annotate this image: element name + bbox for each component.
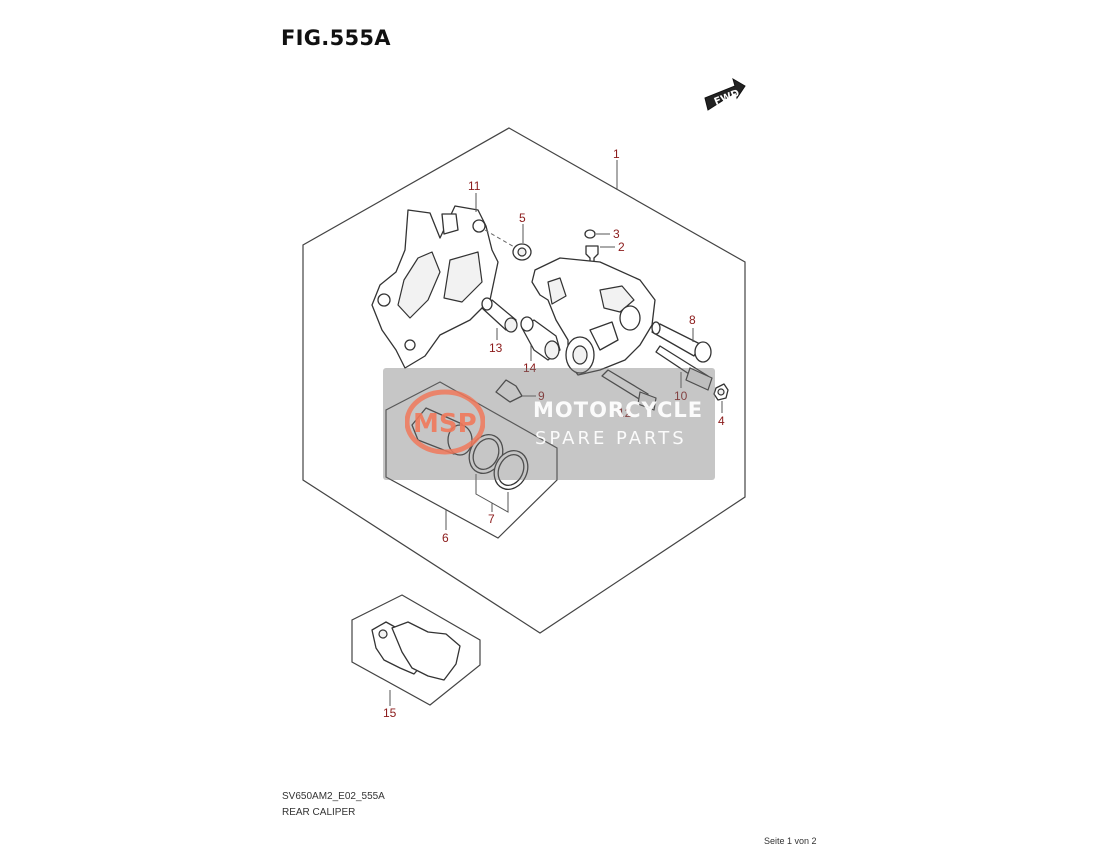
caliper-kit-outline: [302, 127, 746, 634]
caliper-bracket: [371, 205, 499, 369]
callout-6: 6: [442, 531, 449, 545]
piston-seals-7: [468, 434, 529, 490]
fwd-arrow-icon: FWD: [704, 77, 746, 111]
bolt-12: [601, 369, 657, 411]
callout-10: 10: [674, 389, 688, 403]
piston: [411, 407, 473, 456]
watermark-line2: SPARE PARTS: [535, 428, 687, 449]
bleeder-cap-3: [584, 229, 596, 239]
brake-pad-set-outline: [351, 594, 481, 706]
watermark-banner: MSP MOTORCYCLE SPARE PARTS: [383, 368, 715, 480]
caliper-body: [531, 257, 656, 376]
callout-8: 8: [689, 313, 696, 327]
callout-1: 1: [613, 147, 620, 161]
callout-12: 12: [618, 406, 632, 420]
slide-pin-13: [481, 297, 518, 333]
callout-9: 9: [538, 389, 545, 403]
callout-15: 15: [383, 706, 397, 720]
callout-3: 3: [613, 227, 620, 241]
callout-4: 4: [718, 414, 725, 428]
document-name: REAR CALIPER: [282, 807, 356, 818]
nut-4: [713, 383, 729, 401]
callout-7: 7: [488, 512, 495, 526]
slide-pin-10: [655, 345, 713, 391]
slide-pin-8: [651, 321, 712, 363]
pad-spring-9: [495, 379, 523, 403]
page-indicator: Seite 1 von 2: [764, 836, 817, 846]
msp-logo-text: MSP: [413, 409, 477, 439]
callout-5: 5: [519, 211, 526, 225]
watermark-line1: MOTORCYCLE: [533, 398, 704, 422]
piston-set-outline: [385, 381, 558, 539]
callout-14: 14: [523, 361, 537, 375]
axis-11-5: [484, 229, 517, 249]
brake-pads-15: [371, 621, 461, 681]
msp-logo-icon: MSP: [405, 389, 485, 455]
figure-title: FIG.555A: [281, 26, 391, 50]
callout-11: 11: [468, 179, 481, 193]
pin-boot-14: [520, 316, 561, 361]
callout-13: 13: [489, 341, 503, 355]
callout-2: 2: [618, 240, 625, 254]
document-code: SV650AM2_E02_555A: [282, 791, 385, 802]
boot-5: [512, 243, 532, 261]
